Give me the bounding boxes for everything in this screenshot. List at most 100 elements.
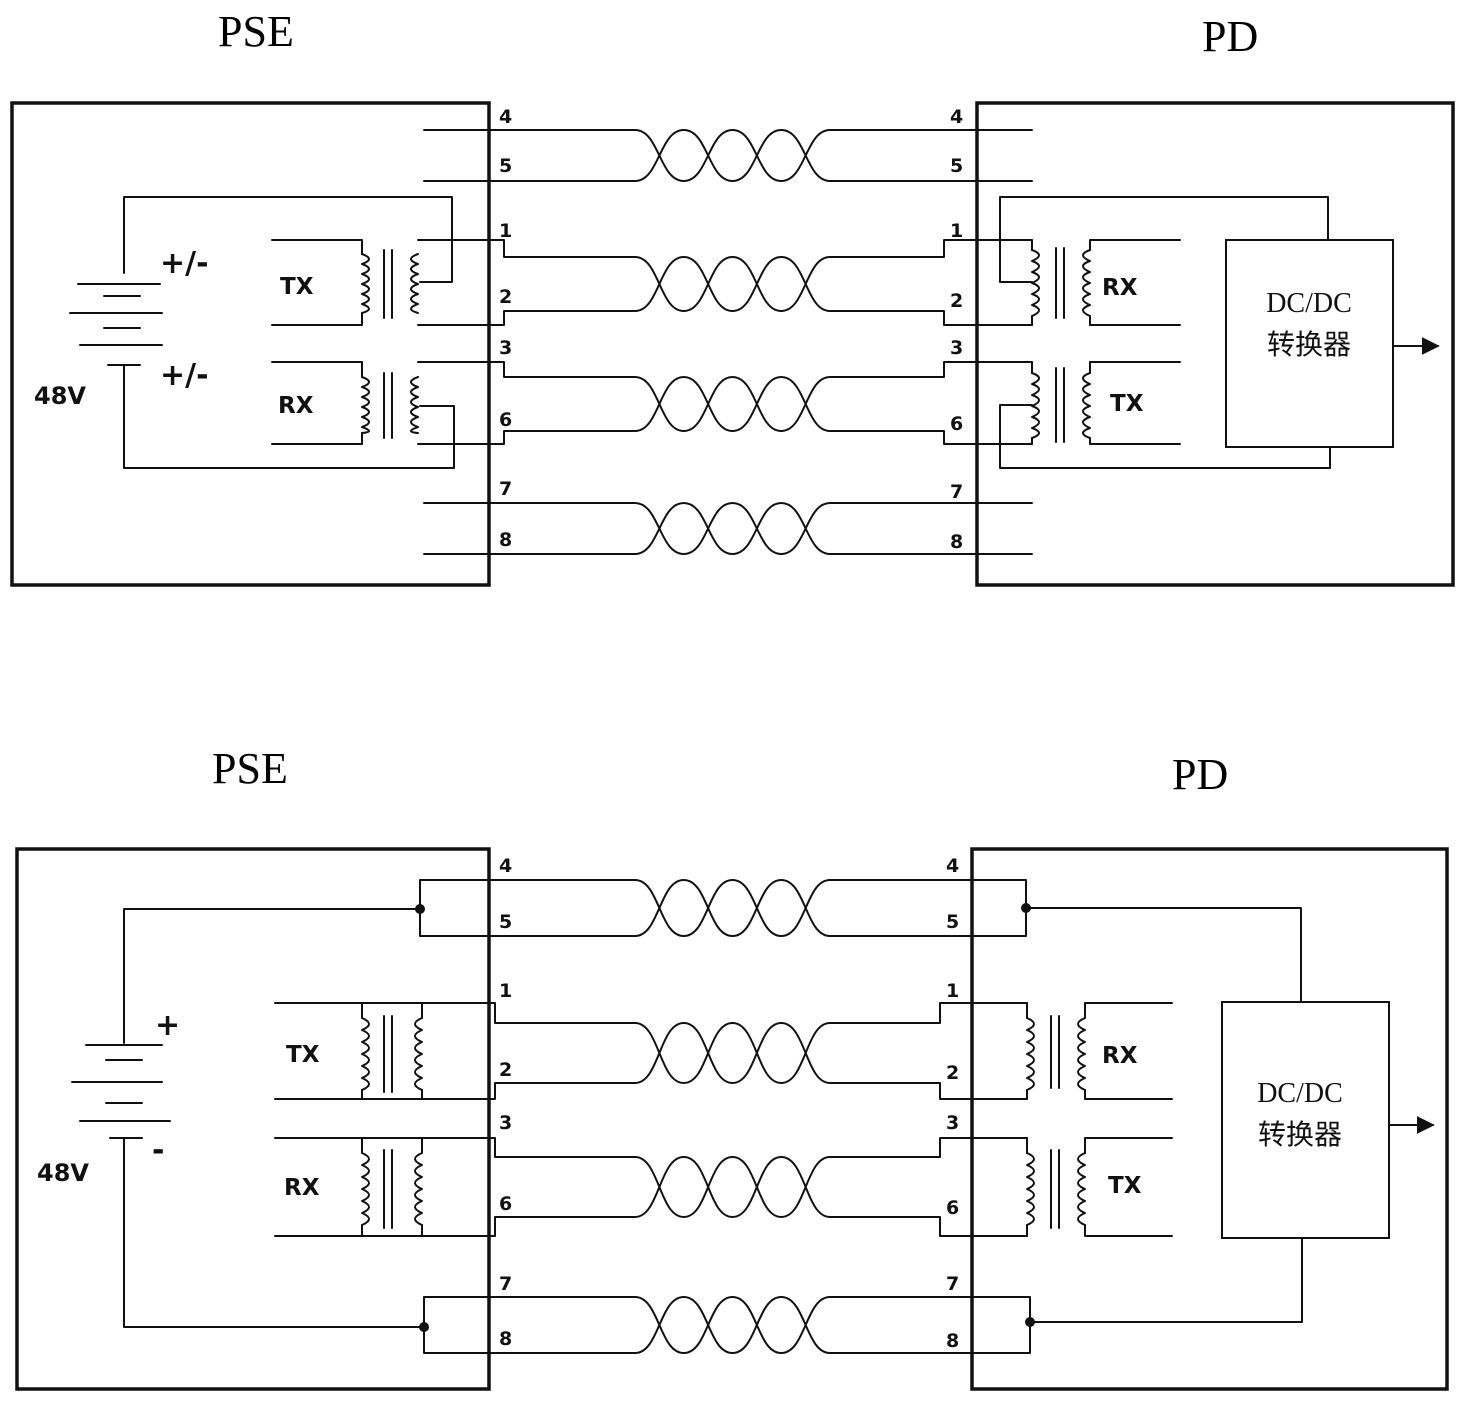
pin-label: 2 <box>499 1059 512 1081</box>
pse-rx-label: RX <box>278 393 314 419</box>
dc-dc-converter: DC/DC 转换器 <box>1226 240 1438 447</box>
pd-tx-transformer: TX <box>1027 1138 1172 1236</box>
twisted-pair-1-2 <box>635 1023 830 1083</box>
pd-tx-label: TX <box>1110 391 1144 417</box>
pse-tx-transformer: TX <box>286 1003 422 1099</box>
twisted-wire <box>635 1023 830 1083</box>
twisted-pair-4-5 <box>635 880 830 936</box>
pin-label: 8 <box>946 1330 959 1352</box>
twisted-wire <box>635 130 830 181</box>
pin-label: 4 <box>950 106 963 128</box>
twisted-pair-3-6 <box>635 1157 830 1217</box>
pse-box <box>17 849 489 1389</box>
pin-label: 6 <box>499 1193 512 1215</box>
pd-tx-label: TX <box>1108 1173 1142 1199</box>
pse-lower-sign: - <box>152 1133 164 1168</box>
pse-rx-transformer: RX <box>272 362 418 444</box>
pin-label: 2 <box>499 286 512 308</box>
pin-label: 3 <box>499 337 512 359</box>
pin-label: 7 <box>946 1273 959 1295</box>
twisted-wire <box>635 257 830 311</box>
junction-dot <box>1025 1317 1035 1327</box>
pin-label: 1 <box>950 220 963 242</box>
twisted-wire <box>635 1297 830 1353</box>
pse-title: PSE <box>218 7 294 56</box>
converter-label-line1: DC/DC <box>1266 288 1352 319</box>
pin-label: 4 <box>499 855 512 877</box>
pse-pin-labels: 4 5 1 2 3 6 7 8 <box>499 855 512 1350</box>
pse-upper-sign: + <box>155 1008 180 1043</box>
converter-label-line2: 转换器 <box>1267 329 1351 361</box>
pin-label: 5 <box>499 155 512 177</box>
pse-spare-pair-bridges <box>124 880 635 1353</box>
diagram-2: PSE PD <box>17 744 1447 1389</box>
twisted-pair-1-2 <box>635 257 830 311</box>
pse-lower-sign: +/- <box>160 358 209 393</box>
twisted-wire <box>635 880 830 936</box>
twisted-pair-7-8 <box>635 1297 830 1353</box>
pin-label: 5 <box>950 155 963 177</box>
junction-dot <box>1021 903 1031 913</box>
pd-rx-transformer: RX <box>1027 1003 1172 1099</box>
dc-dc-converter: DC/DC 转换器 <box>1222 1002 1433 1238</box>
pse-voltage-label: 48V <box>34 382 86 410</box>
twisted-pair-7-8 <box>635 503 830 554</box>
twisted-wire <box>635 1297 830 1353</box>
twisted-wire <box>635 257 830 311</box>
pd-box <box>972 849 1447 1389</box>
pin-label: 3 <box>499 1112 512 1134</box>
pin-label: 4 <box>946 855 959 877</box>
converter-label-line1: DC/DC <box>1257 1078 1343 1109</box>
pin-label: 8 <box>499 529 512 551</box>
converter-label-line2: 转换器 <box>1258 1119 1342 1151</box>
pin-label: 2 <box>950 290 963 312</box>
pin-label: 1 <box>499 220 512 242</box>
pse-title: PSE <box>212 744 288 793</box>
pse-tx-transformer: TX <box>272 240 418 325</box>
pd-tx-transformer: TX <box>1032 362 1180 444</box>
diagram-1: PSE PD 4 5 1 2 3 6 7 <box>12 7 1453 585</box>
pin-label: 7 <box>499 478 512 500</box>
pse-battery: + - 48V <box>37 1008 180 1187</box>
pd-pin-labels: 4 5 1 2 3 6 7 8 <box>946 855 959 1352</box>
pin-label: 6 <box>950 413 963 435</box>
pin-label: 7 <box>499 1273 512 1295</box>
twisted-wire <box>635 377 830 431</box>
twisted-pair-3-6 <box>635 377 830 431</box>
twisted-pair-cables <box>635 880 830 1353</box>
twisted-wire <box>635 130 830 181</box>
pd-spare-pair-bridges <box>830 880 1302 1353</box>
pd-pin-stubs <box>830 130 1032 554</box>
pse-tx-label: TX <box>286 1042 320 1068</box>
pse-pin-stubs <box>418 130 635 554</box>
pd-pin-stubs <box>830 1003 1027 1236</box>
twisted-pair-cables <box>635 130 830 554</box>
pin-label: 6 <box>946 1197 959 1219</box>
twisted-wire <box>635 1023 830 1083</box>
twisted-wire <box>635 1157 830 1217</box>
twisted-wire <box>635 503 830 554</box>
junction-dot <box>419 1322 429 1332</box>
twisted-wire <box>635 1157 830 1217</box>
pse-tx-label: TX <box>280 274 314 300</box>
pin-label: 8 <box>950 531 963 553</box>
pin-label: 1 <box>946 980 959 1002</box>
pin-label: 3 <box>946 1112 959 1134</box>
pin-label: 5 <box>499 911 512 933</box>
pse-pin-labels: 4 5 1 2 3 6 7 8 <box>499 106 512 551</box>
twisted-wire <box>635 503 830 554</box>
pd-title: PD <box>1172 750 1228 799</box>
pse-rx-transformer: RX <box>284 1138 422 1236</box>
pin-label: 5 <box>946 911 959 933</box>
pd-box <box>977 103 1453 585</box>
pd-rx-label: RX <box>1102 275 1138 301</box>
pse-rx-label: RX <box>284 1175 320 1201</box>
junction-dot <box>415 904 425 914</box>
pd-title: PD <box>1202 12 1258 61</box>
pse-voltage-label: 48V <box>37 1159 89 1187</box>
pin-label: 2 <box>946 1062 959 1084</box>
pse-pin-stubs <box>275 1003 635 1236</box>
pin-label: 3 <box>950 337 963 359</box>
pin-label: 7 <box>950 481 963 503</box>
